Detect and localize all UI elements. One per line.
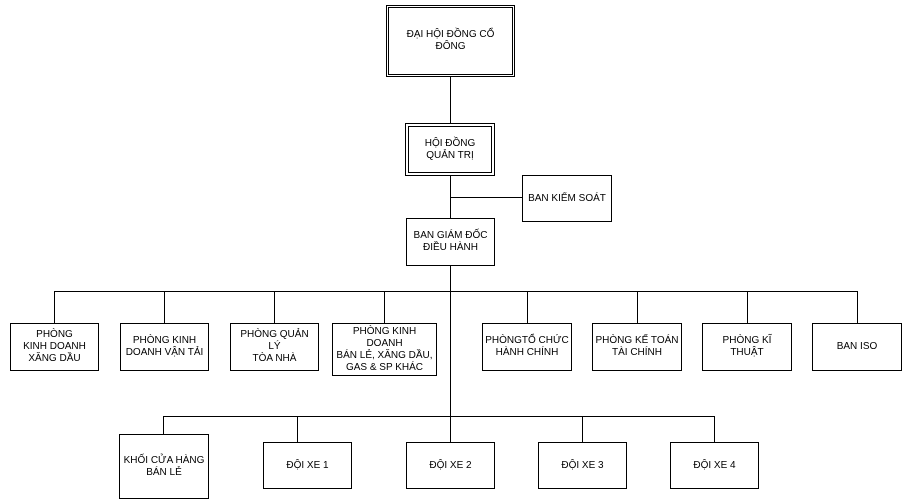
department-label: PHÒNGTỔ CHỨC HÀNH CHÍNH — [485, 335, 569, 358]
department-label: PHÒNG KẾ TOÁN TÀI CHÍNH — [595, 335, 679, 358]
department-label: PHÒNG KINH DOANH BÁN LẺ, XĂNG DẦU, GAS &… — [336, 325, 433, 373]
unit-label: ĐỘI XE 4 — [693, 459, 736, 471]
board-box: HỘI ĐỒNG QUẢN TRỊ — [405, 123, 495, 176]
unit-box: ĐỘI XE 4 — [670, 442, 759, 489]
department-box: PHÒNG KINH DOANH VẬN TẢI — [120, 323, 209, 371]
department-box: PHÒNG KĨ THUẬT — [702, 323, 792, 371]
board-label: HỘI ĐỒNG QUẢN TRỊ — [424, 137, 476, 161]
supervisory-box: BAN KIỂM SOÁT — [522, 175, 612, 222]
department-label: PHÒNG KĨ THUẬT — [722, 335, 772, 358]
department-box: PHÒNGTỔ CHỨC HÀNH CHÍNH — [482, 323, 572, 371]
shareholders-box: ĐẠI HỘI ĐỒNG CỔ ĐÔNG — [386, 5, 515, 77]
department-label: BAN ISO — [836, 341, 878, 352]
executive-label: BAN GIÁM ĐỐC ĐIỀU HÀNH — [413, 230, 488, 253]
department-box: PHÒNG KINH DOANH BÁN LẺ, XĂNG DẦU, GAS &… — [332, 323, 437, 376]
department-label: PHÒNG KINH DOANH XĂNG DẦU — [23, 329, 86, 364]
unit-label: ĐỘI XE 1 — [286, 459, 329, 471]
unit-box: ĐỘI XE 2 — [406, 442, 495, 489]
shareholders-label: ĐẠI HỘI ĐỒNG CỔ ĐÔNG — [406, 29, 495, 52]
unit-label: KHỐI CỬA HÀNG BÁN LẺ — [123, 454, 205, 478]
department-label: PHÒNG KINH DOANH VẬN TẢI — [125, 335, 204, 358]
executive-box: BAN GIÁM ĐỐC ĐIỀU HÀNH — [406, 218, 495, 266]
unit-box: ĐỘI XE 3 — [538, 442, 627, 489]
supervisory-label: BAN KIỂM SOÁT — [528, 192, 606, 204]
department-label: PHÒNG QUẢN LÝ TÒA NHÀ — [240, 329, 309, 364]
department-box: BAN ISO — [812, 323, 902, 371]
department-box: PHÒNG KẾ TOÁN TÀI CHÍNH — [592, 323, 682, 371]
department-box: PHÒNG QUẢN LÝ TÒA NHÀ — [230, 323, 319, 371]
unit-box: ĐỘI XE 1 — [263, 442, 352, 489]
unit-box: KHỐI CỬA HÀNG BÁN LẺ — [119, 434, 209, 499]
unit-label: ĐỘI XE 3 — [561, 459, 604, 471]
unit-label: ĐỘI XE 2 — [429, 459, 472, 471]
department-box: PHÒNG KINH DOANH XĂNG DẦU — [10, 323, 99, 371]
